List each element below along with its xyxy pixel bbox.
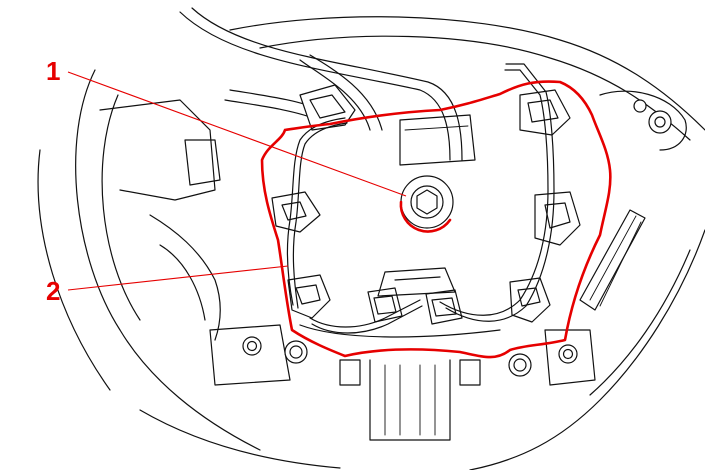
central-torx-bolt bbox=[399, 175, 454, 233]
left-spoke bbox=[99, 99, 308, 386]
right-upper-bolt bbox=[648, 110, 672, 134]
wire-harness bbox=[179, 7, 463, 161]
right-spoke bbox=[508, 90, 687, 386]
right-bolt-head bbox=[558, 344, 578, 364]
release-wire-spring bbox=[286, 63, 555, 334]
right-switch-slot bbox=[579, 209, 646, 311]
left-bolt-head bbox=[242, 336, 262, 356]
steering-wheel-rim bbox=[37, 16, 705, 470]
bolt-highlight-arc bbox=[399, 200, 452, 233]
lower-hub bbox=[339, 359, 481, 441]
leader-line-1 bbox=[67, 71, 407, 197]
left-mount-bolt bbox=[284, 340, 308, 364]
leader-line-2 bbox=[67, 265, 289, 291]
callout-label-2: 2 bbox=[46, 276, 60, 306]
right-mount-bolt bbox=[508, 353, 532, 377]
callout-label-1: 1 bbox=[46, 56, 60, 86]
airbag-module-highlight-outline bbox=[260, 80, 612, 359]
